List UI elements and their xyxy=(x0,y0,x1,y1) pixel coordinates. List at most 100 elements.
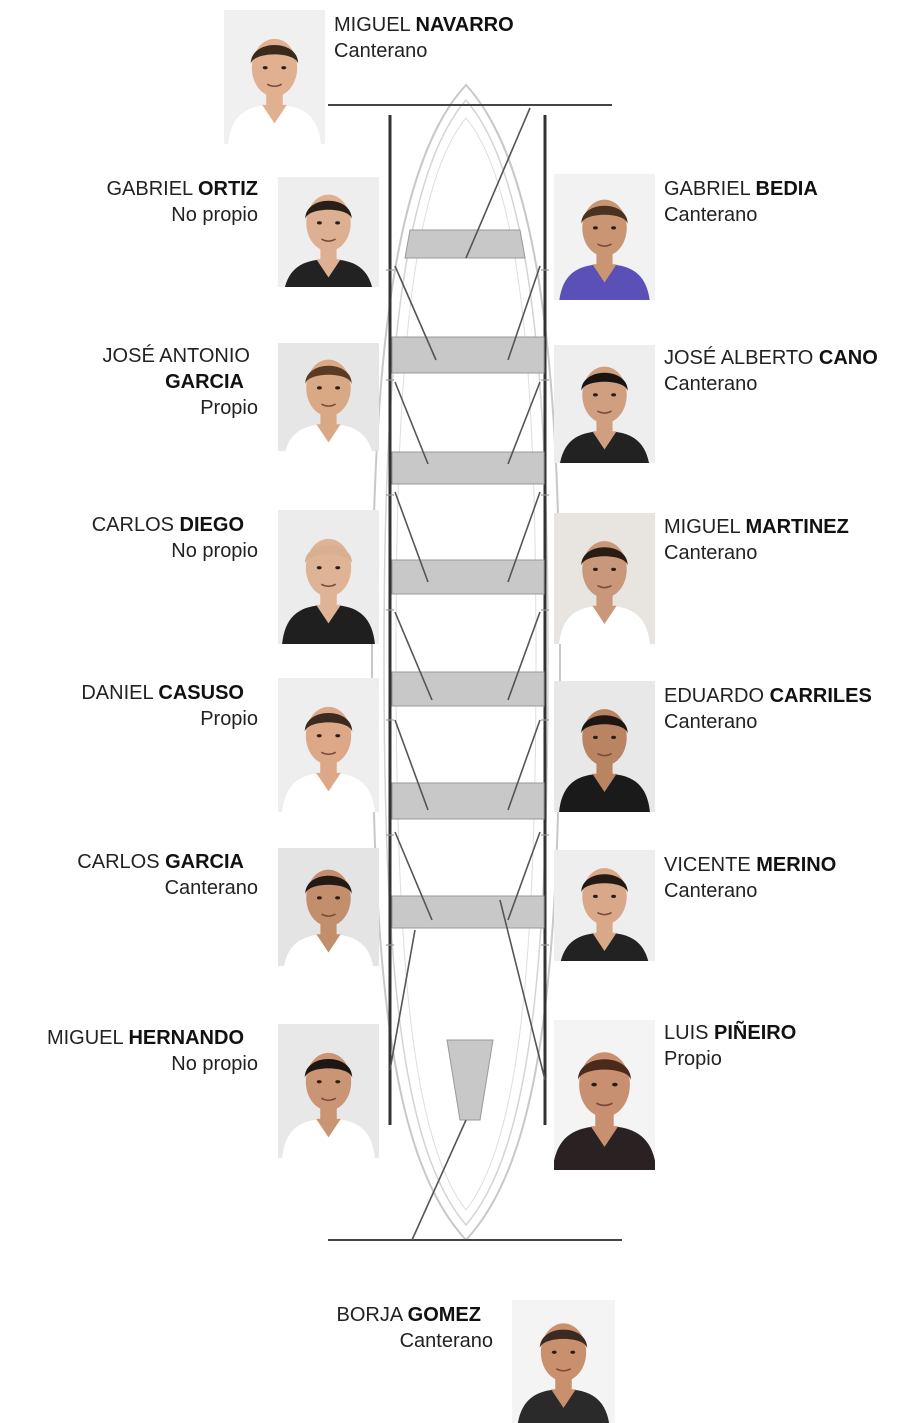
portrait-shoulders xyxy=(282,772,375,812)
name-jagarcia: JOSÉ ANTONIO GARCIA Propio xyxy=(40,343,258,421)
portrait-eye-left xyxy=(316,734,322,738)
portrait-neck xyxy=(316,934,341,953)
hull-inner-outline xyxy=(383,98,549,1227)
name-merino: VICENTE MERINO Canterano xyxy=(664,852,836,904)
portrait-image xyxy=(278,510,379,644)
photo-cano xyxy=(554,345,655,463)
status: No propio xyxy=(171,1053,258,1075)
status: Canterano xyxy=(334,40,428,62)
first-name: VICENTE xyxy=(664,854,751,876)
portrait-eye-right xyxy=(611,393,617,397)
last-name: ORTIZ xyxy=(198,178,258,200)
portrait-hair xyxy=(577,1059,632,1080)
first-name: GABRIEL xyxy=(106,178,193,200)
last-name: GARCIA xyxy=(165,371,244,393)
status: No propio xyxy=(171,540,258,562)
portrait-eye-right xyxy=(335,386,341,390)
photo-merino xyxy=(554,850,655,961)
last-name: MARTINEZ xyxy=(745,516,849,538)
portrait-neck xyxy=(316,259,341,278)
portrait-neck xyxy=(590,1126,619,1147)
portrait-image xyxy=(278,678,379,812)
portrait-image xyxy=(278,848,379,966)
portrait-mouth xyxy=(595,1102,614,1107)
portrait-mouth xyxy=(320,1097,337,1102)
last-name: CANO xyxy=(818,347,878,369)
portrait-neck xyxy=(551,1389,576,1408)
portrait-image xyxy=(278,177,379,287)
portrait-eye-right xyxy=(611,894,617,899)
portrait-mouth xyxy=(597,243,612,247)
name-ortiz: GABRIEL ORTIZ No propio xyxy=(40,176,258,228)
portrait-eye-right xyxy=(281,66,287,70)
portrait-image xyxy=(224,10,325,144)
status: Canterano xyxy=(164,877,258,899)
portrait-image xyxy=(554,345,655,463)
first-name: MIGUEL xyxy=(334,14,410,36)
first-name: GABRIEL xyxy=(664,178,750,200)
last-name: BEDIA xyxy=(755,178,818,200)
portrait-hair xyxy=(304,1059,353,1078)
portrait-neck xyxy=(262,104,287,124)
portrait-eye-left xyxy=(592,393,598,397)
portrait-neck xyxy=(592,264,617,283)
name-carriles: EDUARDO CARRILES Canterano xyxy=(664,683,872,735)
portrait-mouth xyxy=(320,583,337,588)
portrait-neck xyxy=(316,604,341,624)
name-bedia: GABRIEL BEDIA Canterano xyxy=(664,176,818,228)
portrait-shoulders xyxy=(559,605,650,644)
portrait-eye-right xyxy=(335,734,341,738)
portrait-mouth xyxy=(597,410,612,414)
first-name: CARLOS xyxy=(77,851,160,873)
portrait-eye-left xyxy=(316,566,322,570)
portrait-eye-left xyxy=(262,66,268,70)
portrait-eye-left xyxy=(592,226,598,230)
portrait-eye-left xyxy=(316,896,322,900)
portrait-neck xyxy=(592,605,617,624)
portrait-hair xyxy=(304,713,353,732)
status: Canterano xyxy=(664,711,758,733)
status: Propio xyxy=(200,397,258,419)
portrait-eye-left xyxy=(316,386,322,390)
portrait-mouth xyxy=(321,913,336,917)
photo-casuso xyxy=(278,678,379,812)
portrait-eye-left xyxy=(551,1350,557,1354)
portrait-eye-left xyxy=(316,1080,322,1084)
status: Canterano xyxy=(399,1330,493,1352)
name-pineiro: LUIS PIÑEIRO Propio xyxy=(664,1020,796,1072)
portrait-image xyxy=(554,513,655,644)
portrait-shoulders xyxy=(554,1126,655,1170)
first-name: BORJA xyxy=(336,1304,403,1326)
last-name: GARCIA xyxy=(165,851,244,873)
portrait-eye-right xyxy=(612,1082,618,1087)
portrait-neck xyxy=(316,424,341,443)
portrait-image xyxy=(554,850,655,961)
portrait-mouth xyxy=(597,584,612,589)
status: Canterano xyxy=(664,880,758,902)
portrait-eye-left xyxy=(592,735,598,740)
portrait-hair xyxy=(305,365,352,384)
status: Propio xyxy=(664,1048,722,1070)
portrait-neck xyxy=(316,772,341,792)
portrait-image xyxy=(554,174,655,300)
status: Propio xyxy=(200,708,258,730)
portrait-neck xyxy=(592,431,617,450)
portrait-shoulders xyxy=(228,104,321,144)
status: No propio xyxy=(171,204,258,226)
portrait-mouth xyxy=(597,911,612,916)
portrait-hair xyxy=(305,200,352,219)
photo-jagarcia xyxy=(278,343,379,451)
portrait-hair xyxy=(539,1329,588,1349)
last-name: DIEGO xyxy=(179,514,244,536)
portrait-mouth xyxy=(320,751,337,756)
portrait-eye-right xyxy=(611,735,617,740)
portrait-eye-right xyxy=(335,566,341,570)
last-name: HERNANDO xyxy=(128,1027,244,1049)
portrait-mouth xyxy=(321,238,336,242)
portrait-eye-left xyxy=(316,221,322,225)
portrait-eye-left xyxy=(592,894,598,899)
portrait-neck xyxy=(592,773,617,792)
photo-pineiro xyxy=(554,1020,655,1170)
portrait-mouth xyxy=(597,752,612,757)
portrait-mouth xyxy=(266,83,283,88)
